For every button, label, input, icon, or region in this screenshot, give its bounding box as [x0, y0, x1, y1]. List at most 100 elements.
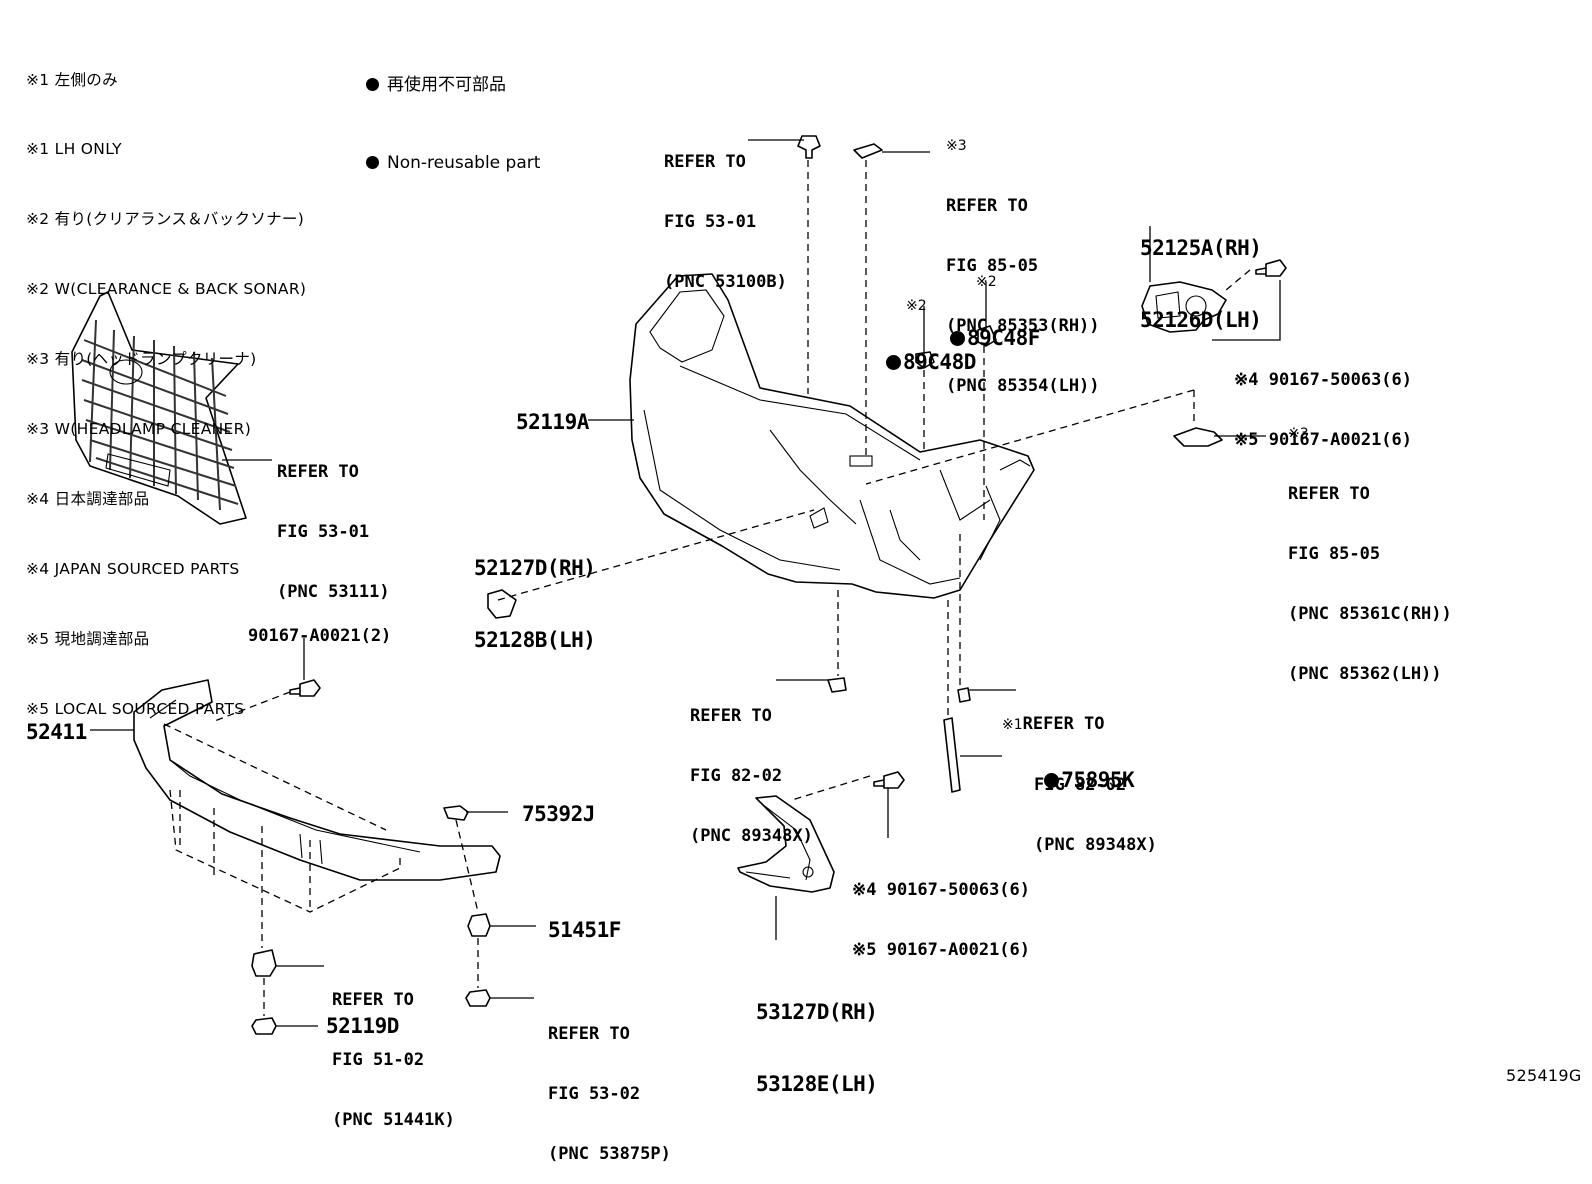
callout-grille-ref[interactable]: REFER TO FIG 53-01 (PNC 53111): [277, 422, 390, 622]
retainer-illustration: [251, 949, 277, 977]
note-line: ※5 現地調達部品: [26, 629, 150, 648]
non-reusable-dot-icon: [366, 156, 379, 169]
lh-clip-illustration: [957, 687, 971, 703]
callout-nozzle-ref[interactable]: ※3 REFER TO FIG 85-05 (PNC 85361C(RH)) (…: [1288, 384, 1452, 704]
callout-sensor-89c48d[interactable]: ※2 89C48D: [886, 262, 976, 392]
part-number: ※4 90167-50063(6): [1234, 370, 1413, 390]
callout-bracket-bolts[interactable]: ※4 90167-50063(6) ※5 90167-A0021(6): [1234, 330, 1412, 470]
part-number: ※5 90167-A0021(6): [852, 940, 1031, 960]
callout-moulding[interactable]: 75895K: [1020, 744, 1135, 792]
callout-screw-ref[interactable]: REFER TO FIG 53-02 (PNC 53875P): [548, 984, 671, 1184]
callout-fog-bolts[interactable]: ※4 90167-50063(6) ※5 90167-A0021(6): [852, 840, 1030, 980]
note-line: ※1 LH ONLY: [26, 140, 122, 159]
callout-line: REFER TO: [690, 706, 772, 726]
non-reusable-dot-icon: [950, 331, 965, 346]
part-number: 53127D(RH): [756, 1000, 878, 1024]
callout-line: REFER TO: [548, 1024, 630, 1044]
callout-line: (PNC 89348X): [690, 826, 813, 846]
callout-line: REFER TO: [277, 462, 359, 482]
part-number: ※4 90167-50063(6): [852, 880, 1031, 900]
callout-line: FIG 53-01: [277, 522, 370, 542]
callout-spoiler[interactable]: 52411: [26, 720, 87, 744]
part-number: 89C48F: [967, 326, 1040, 350]
legend-label-jp: 再使用不可部品: [387, 75, 506, 95]
callout-lower-clip-ref[interactable]: REFER TO FIG 82-02 (PNC 89348X): [690, 666, 813, 866]
grille-illustration: [71, 291, 247, 525]
non-reusable-dot-icon: [886, 355, 901, 370]
fog-cover-illustration: [737, 795, 835, 893]
callout-bumper-cover[interactable]: 52119A: [516, 410, 589, 434]
fog-bolt-illustration: [873, 771, 905, 789]
callout-note: ※3: [1288, 426, 1309, 442]
callout-tow-cover[interactable]: 52127D(RH) 52128B(LH): [474, 508, 596, 676]
callout-line: (PNC 85354(LH)): [946, 376, 1100, 396]
notes-block: ※1 左側のみ ※1 LH ONLY ※2 有り(クリアランス＆バックソナー) …: [26, 22, 306, 744]
callout-note: ※2: [976, 274, 997, 290]
callout-line: FIG 53-02: [548, 1084, 641, 1104]
legend-item-jp: 再使用不可部品: [366, 72, 540, 98]
moulding-illustration: [943, 717, 961, 793]
callout-line: REFER TO: [664, 152, 746, 172]
leader-lines: [90, 139, 1281, 1027]
callout-note: ※2: [906, 298, 927, 314]
callout-line: FIG 53-01: [664, 212, 757, 232]
nut-illustration: [467, 913, 491, 937]
screw-52119d-illustration: [251, 1017, 277, 1035]
callout-bracket-part[interactable]: 52125A(RH) 52126D(LH): [1140, 188, 1262, 356]
part-number: 52125A(RH): [1140, 236, 1262, 260]
sensor-89c48d-illustration: [915, 351, 935, 369]
callout-screw-part[interactable]: 52119D: [326, 1014, 399, 1038]
part-number: 52126D(LH): [1140, 308, 1262, 332]
callout-spoiler-clip[interactable]: 75392J: [522, 802, 595, 826]
lower-spoiler-illustration: [133, 679, 501, 881]
part-number: 89C48D: [903, 350, 976, 374]
parts-diagram: [71, 135, 1287, 1035]
sensor-89c48f-illustration: [977, 325, 997, 347]
part-number: 52127D(RH): [474, 556, 596, 580]
callout-fog-cover[interactable]: 53127D(RH) 53128E(LH): [756, 952, 878, 1120]
legend-label-en: Non-reusable part: [387, 153, 541, 173]
callout-line: (PNC 85361C(RH)): [1288, 604, 1452, 624]
screw-53875p-illustration: [465, 989, 491, 1007]
callout-line: (PNC 53100B): [664, 272, 787, 292]
callout-line: REFER TO: [1022, 714, 1105, 734]
legend-item-en: Non-reusable part: [366, 150, 540, 176]
callout-line: (PNC 53875P): [548, 1144, 671, 1164]
callout-line: (PNC 89348X): [1034, 835, 1157, 855]
callout-lower-bolt[interactable]: 90167-A0021(2): [248, 626, 392, 646]
callout-line: (PNC 51441K): [332, 1110, 455, 1130]
bracket-illustration: [1141, 281, 1227, 333]
callout-line: (PNC 85362(LH)): [1288, 664, 1442, 684]
callout-note: ※3: [946, 138, 967, 154]
callout-line: REFER TO: [1288, 484, 1370, 504]
spoiler-clip-illustration: [443, 805, 469, 821]
non-reusable-dot-icon: [1044, 773, 1060, 788]
note-line: ※2 有り(クリアランス＆バックソナー): [26, 210, 305, 229]
non-reusable-dot-icon: [366, 78, 379, 91]
callout-line: FIG 85-05: [946, 256, 1039, 276]
callout-line: FIG 85-05: [1288, 544, 1381, 564]
dashed-lines: [163, 160, 1251, 1016]
callout-retainer-ref[interactable]: REFER TO FIG 51-02 (PNC 51441K): [332, 950, 455, 1150]
figure-id: 525419G: [1506, 1066, 1582, 1085]
bumper-cover-illustration: [629, 273, 1035, 599]
callout-sensor-89c48f[interactable]: ※2 89C48F: [950, 238, 1040, 368]
note-line: ※3 W(HEADLAMP CLEANER): [26, 420, 252, 439]
part-number: 53128E(LH): [756, 1072, 878, 1096]
callout-line: REFER TO: [332, 990, 414, 1010]
note-line: ※4 日本調達部品: [26, 489, 150, 508]
part-number: 52128B(LH): [474, 628, 596, 652]
note-line: ※1 左側のみ: [26, 70, 118, 89]
callout-nut[interactable]: 51451F: [548, 918, 621, 942]
top-clip-illustration: [797, 135, 821, 159]
lower-clip-illustration: [827, 677, 847, 693]
callout-top-clip-ref[interactable]: REFER TO FIG 53-01 (PNC 53100B): [664, 112, 787, 312]
callout-lh-clip-ref[interactable]: ※1REFER TO FIG 82-02 (PNC 89348X): [1002, 674, 1157, 875]
callout-washer-cover-ref[interactable]: ※3 REFER TO FIG 85-05 (PNC 85353(RH)) (P…: [946, 96, 1100, 416]
note-line: ※4 JAPAN SOURCED PARTS: [26, 559, 240, 578]
callout-note: ※1: [1002, 717, 1023, 733]
callout-line: REFER TO: [946, 196, 1028, 216]
callout-line: FIG 82-02: [690, 766, 783, 786]
washer-cover-illustration: [853, 143, 883, 159]
washer-nozzle-illustration: [1173, 427, 1223, 447]
